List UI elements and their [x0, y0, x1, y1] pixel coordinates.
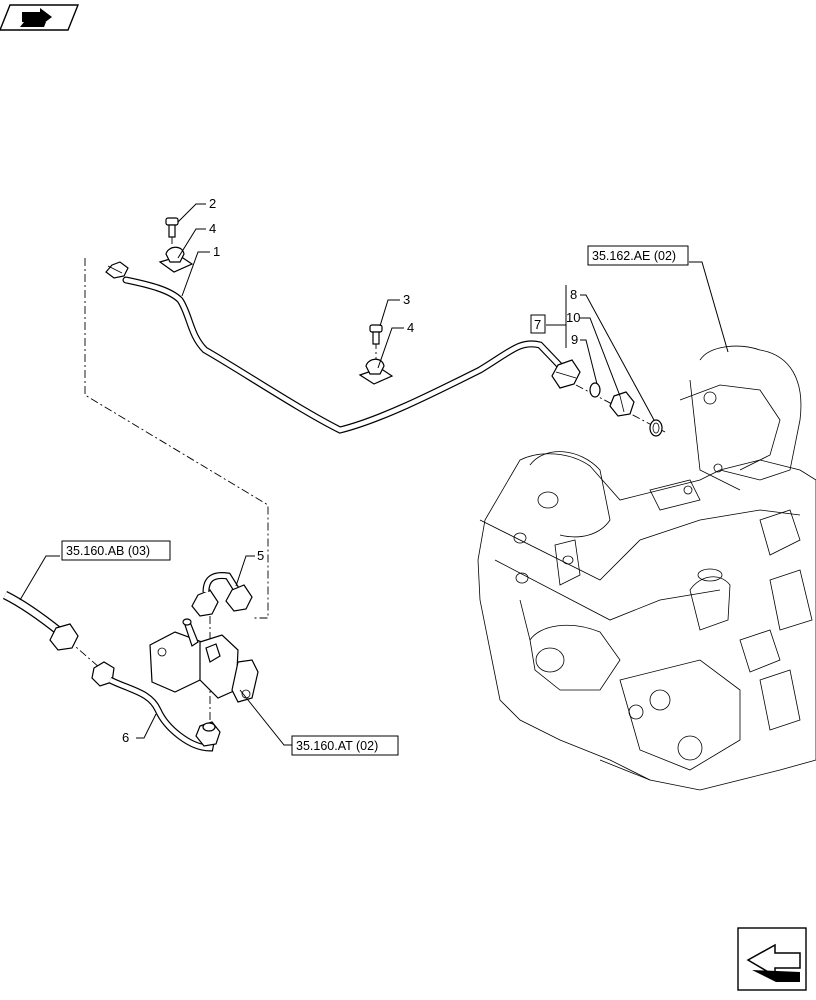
- callout-9: 9: [571, 332, 578, 347]
- ref-box-35-160-at[interactable]: [291, 735, 399, 756]
- ref-35-160-ab[interactable]: 35.160.AB (03): [66, 544, 150, 558]
- pipe-6: [91, 661, 221, 752]
- clamp-4-upper: [158, 246, 194, 273]
- callout-3: 3: [403, 292, 410, 307]
- leader-lines: [19, 203, 729, 746]
- ref-box-35-162-ae[interactable]: [587, 245, 689, 266]
- callout-10: 10: [566, 310, 580, 325]
- callout-2: 2: [209, 196, 216, 211]
- fitting-10: [609, 391, 635, 417]
- bolt-3: [369, 324, 383, 345]
- ref-box-35-160-ab[interactable]: [61, 540, 171, 561]
- hose-35-160-ab: [2, 590, 79, 651]
- callout-7: 7: [534, 317, 541, 332]
- ref-35-162-ae[interactable]: 35.162.AE (02): [592, 249, 676, 263]
- seal-9: [589, 382, 601, 398]
- next-page-arrow-icon[interactable]: [737, 927, 807, 991]
- callout-4-upper: 4: [209, 221, 216, 236]
- callout-5: 5: [257, 548, 264, 563]
- callout-6: 6: [122, 730, 129, 745]
- tractor-frame: [477, 345, 816, 791]
- callout-4-lower: 4: [407, 320, 414, 335]
- pipe-5: [191, 572, 253, 617]
- assembly-boundary: [84, 258, 269, 619]
- ref-35-160-at[interactable]: 35.160.AT (02): [296, 739, 378, 753]
- callout-7-box: [530, 314, 546, 334]
- callout-8: 8: [570, 287, 577, 302]
- callout-1: 1: [213, 244, 220, 259]
- book-arrow-icon[interactable]: [0, 4, 80, 31]
- o-ring-8: [649, 419, 663, 437]
- bolt-2: [165, 217, 179, 238]
- valve-block: [149, 618, 259, 703]
- clamp-4-lower: [358, 358, 394, 385]
- pipe-1: [105, 261, 581, 434]
